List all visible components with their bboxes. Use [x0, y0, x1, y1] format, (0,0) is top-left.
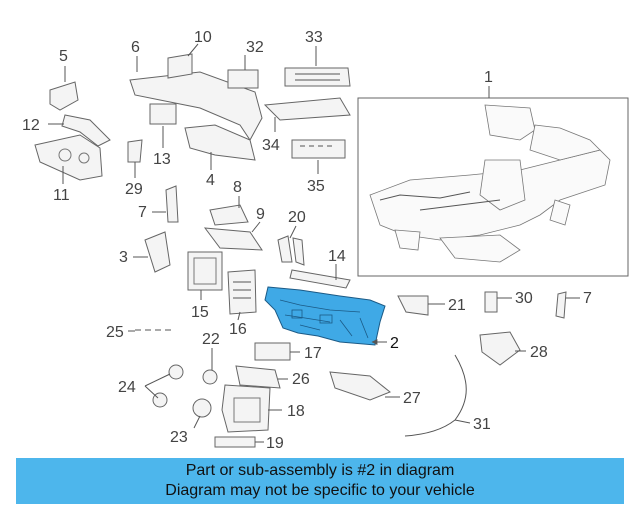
- callout-12: 12: [22, 117, 40, 134]
- part-16-vent: [227, 269, 257, 315]
- inset-box-part-1: [357, 86, 629, 277]
- part-2-highlighted[interactable]: [264, 286, 386, 346]
- callout-30: 30: [515, 290, 533, 307]
- callout-1: 1: [484, 69, 493, 86]
- callout-2: 2: [390, 335, 399, 352]
- callout-18: 18: [287, 403, 305, 420]
- callout-32: 32: [246, 39, 264, 56]
- callout-20: 20: [288, 209, 306, 226]
- info-banner: Part or sub-assembly is #2 in diagram Di…: [16, 458, 624, 504]
- part-29-bracket: [127, 139, 143, 163]
- callout-4: 4: [206, 172, 215, 189]
- callout-14: 14: [328, 248, 346, 265]
- callout-33: 33: [305, 29, 323, 46]
- leader-lines: [48, 43, 580, 443]
- part-9-brace: [203, 227, 263, 251]
- callout-31: 31: [473, 416, 491, 433]
- callout-16: 16: [229, 321, 247, 338]
- callout-34: 34: [262, 137, 280, 154]
- banner-line-2: Diagram may not be specific to your vehi…: [165, 482, 475, 499]
- callout-10: 10: [194, 29, 212, 46]
- banner-line-1: Part or sub-assembly is #2 in diagram: [185, 462, 455, 479]
- part-5-vent: [49, 81, 79, 111]
- part-27-trim: [329, 371, 391, 401]
- callout-25: 25: [106, 324, 124, 341]
- part-23-knob: [192, 398, 212, 418]
- part-10-panel: [167, 53, 193, 79]
- callout-11: 11: [53, 187, 70, 204]
- part-30-knob: [484, 291, 498, 313]
- callout-24: 24: [118, 379, 136, 396]
- callout-5: 5: [59, 48, 68, 65]
- callout-28: 28: [530, 344, 548, 361]
- part-13-panel: [149, 103, 177, 125]
- callout-26: 26: [292, 371, 310, 388]
- part-3-bracket: [144, 231, 171, 273]
- callout-7: 7: [138, 204, 147, 221]
- part-7b-clip: [555, 291, 567, 319]
- part-15-frame: [187, 251, 223, 291]
- callout-6: 6: [131, 39, 140, 56]
- part-7-strip: [165, 185, 179, 223]
- callout-23: 23: [170, 429, 188, 446]
- callout-8: 8: [233, 179, 242, 196]
- callout-35: 35: [307, 178, 325, 195]
- callout-7b: 7: [583, 290, 592, 307]
- callout-17: 17: [304, 345, 322, 362]
- part-35-switch-panel: [291, 139, 346, 159]
- part-19-strip: [214, 436, 256, 448]
- callout-29: 29: [125, 181, 143, 198]
- part-32-module: [227, 69, 259, 89]
- part-26-switch: [235, 365, 281, 389]
- part-28-unit: [479, 331, 521, 366]
- part-17-switch: [254, 342, 291, 361]
- part-8-bracket: [209, 204, 249, 226]
- callout-19: 19: [266, 435, 284, 452]
- callout-27: 27: [403, 390, 421, 407]
- part-33-vent-assembly: [284, 67, 351, 87]
- part-18-console-panel: [221, 384, 271, 433]
- part-11-cluster-bezel: [34, 134, 103, 181]
- part-34-trim: [263, 97, 351, 121]
- part-24-knobs: [152, 364, 184, 408]
- callout-9: 9: [256, 206, 265, 223]
- callout-13: 13: [153, 151, 171, 168]
- part-4-garnish: [184, 124, 256, 161]
- callout-21: 21: [448, 297, 466, 314]
- callout-22: 22: [202, 331, 220, 348]
- part-20-brackets: [277, 235, 305, 266]
- part-12-cover: [61, 114, 111, 147]
- callout-15: 15: [191, 304, 209, 321]
- callout-labels: 1 2 3 4 5 6 7 7 8 9 10 11 12 13 14 15 16…: [22, 29, 592, 452]
- part-14-strip: [289, 269, 351, 289]
- callout-3: 3: [119, 249, 128, 266]
- parts-diagram: 1 2 3 4 5 6 7 7 8 9 10 11 12 13 14 15 16…: [22, 29, 629, 452]
- part-22-knob: [202, 369, 218, 385]
- part-21-bracket: [397, 295, 429, 316]
